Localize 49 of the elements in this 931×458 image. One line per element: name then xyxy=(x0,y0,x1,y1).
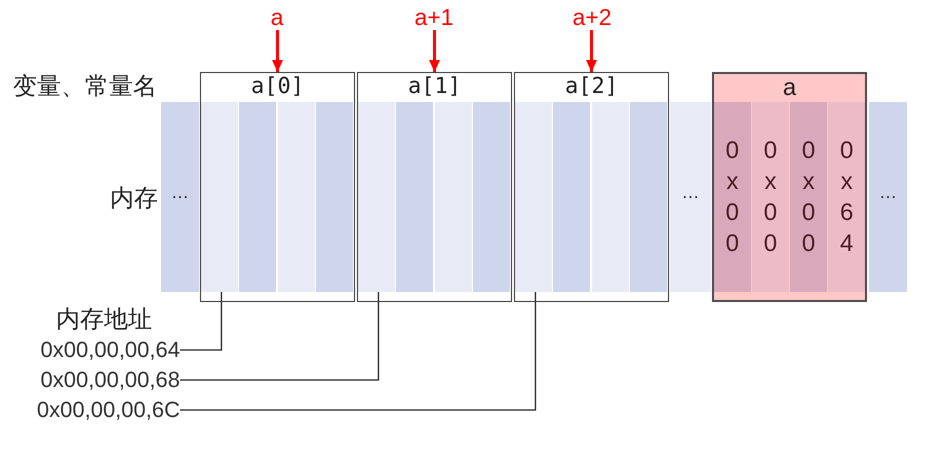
variable-name: a xyxy=(782,74,796,102)
memory-cell xyxy=(752,102,789,292)
memory-cell xyxy=(161,102,199,292)
variable-box xyxy=(712,72,867,302)
memory-cell xyxy=(714,102,751,292)
array-element-box xyxy=(514,72,669,302)
byte-value: 0x00 xyxy=(800,136,816,259)
memory-cell xyxy=(473,102,510,292)
memory-cell xyxy=(358,102,395,292)
memory-cell xyxy=(515,102,552,292)
arrow xyxy=(272,30,283,72)
column-heading: 内存地址 xyxy=(56,305,152,335)
byte-value: 0x00 xyxy=(724,136,740,259)
element-name: a[2] xyxy=(565,73,618,101)
byte-value: 0x64 xyxy=(839,136,854,259)
memory-cell xyxy=(553,102,590,292)
memory-cell xyxy=(316,102,353,292)
address-label: 0x00,00,00,6C xyxy=(36,396,180,424)
memory-cell xyxy=(828,102,865,292)
element-name: a[0] xyxy=(251,73,304,101)
arrow xyxy=(586,30,597,72)
leader-line xyxy=(180,292,380,381)
ellipsis: … xyxy=(682,182,700,202)
array-element-box xyxy=(357,72,512,302)
pointer-label: a+2 xyxy=(572,4,612,30)
memory-cell xyxy=(239,102,276,292)
pointer-label: a+1 xyxy=(414,4,454,30)
row-label: 内存 xyxy=(110,184,158,214)
memory-cell xyxy=(869,102,907,292)
leader-line xyxy=(180,292,222,351)
ellipsis: … xyxy=(171,182,189,202)
memory-cell xyxy=(434,102,472,292)
memory-cell xyxy=(201,102,238,292)
leader-line xyxy=(180,292,536,411)
ellipsis: … xyxy=(879,182,897,202)
address-label: 0x00,00,00,64 xyxy=(40,336,180,364)
memory-cell xyxy=(278,102,315,292)
arrow xyxy=(429,30,440,72)
address-label: 0x00,00,00,68 xyxy=(40,366,180,394)
array-element-box xyxy=(200,72,355,302)
row-label: 变量、常量名 xyxy=(13,72,157,102)
memory-cell xyxy=(670,102,711,292)
element-name: a[1] xyxy=(408,73,461,101)
memory-cell xyxy=(790,102,827,292)
memory-cell xyxy=(396,102,434,292)
memory-cell xyxy=(630,102,667,292)
byte-value: 0x00 xyxy=(762,136,778,259)
memory-cell xyxy=(592,102,629,292)
pointer-label: a xyxy=(270,4,284,30)
